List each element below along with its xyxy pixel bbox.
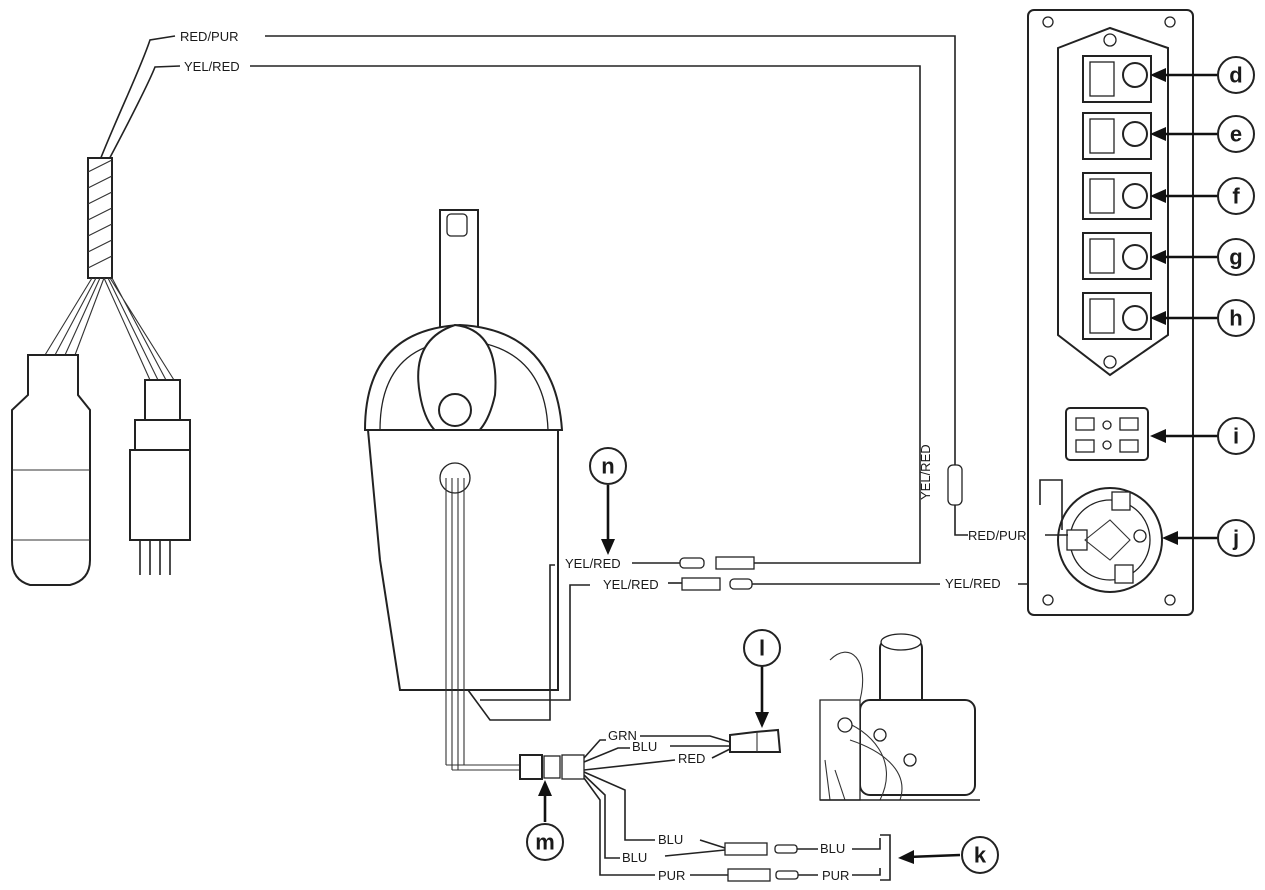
lower-harness: GRN BLU RED BLU BLU BLU PUR PUR — [446, 728, 891, 883]
wire-label-grn: GRN — [608, 728, 637, 743]
svg-text:l: l — [759, 636, 765, 661]
wiring-harness-plug-icon — [11, 157, 191, 586]
wire-label-red: RED — [678, 751, 705, 766]
wire-label-pur-2: PUR — [822, 868, 849, 883]
svg-text:m: m — [535, 830, 555, 855]
breaker-h — [1082, 292, 1152, 340]
callout-e: e — [1217, 115, 1255, 153]
callout-arrows — [538, 68, 1218, 864]
callout-j: j — [1217, 519, 1255, 557]
callout-f: f — [1217, 177, 1255, 215]
svg-text:h: h — [1229, 306, 1242, 331]
callouts: d e f g h i j n — [526, 56, 1255, 874]
callout-m: m — [526, 823, 564, 861]
callout-h: h — [1217, 299, 1255, 337]
svg-text:e: e — [1230, 122, 1242, 147]
remote-control-lever-icon — [363, 209, 564, 770]
callout-n: n — [589, 447, 627, 485]
svg-text:i: i — [1233, 424, 1239, 449]
callout-l: l — [743, 629, 781, 667]
callout-k: k — [961, 836, 999, 874]
switch-panel-icon — [1027, 9, 1194, 616]
ignition-switch-icon — [1057, 487, 1163, 593]
wire-label-red-pur-panel: RED/PUR — [968, 528, 1027, 543]
wire-label-yel-red-n2: YEL/RED — [603, 577, 659, 592]
wire-label-yel-red-panel: YEL/RED — [945, 576, 1001, 591]
svg-text:n: n — [601, 454, 614, 479]
breaker-e — [1082, 112, 1152, 160]
wire-label-yel-red-top: YEL/RED — [184, 59, 240, 74]
wire-label-pur-1: PUR — [658, 868, 685, 883]
wire-label-yel-red-vertical: YEL/RED — [918, 444, 933, 500]
fuse-holder: YEL/RED RED/PUR — [918, 444, 1027, 543]
wire-label-blu-upper: BLU — [632, 739, 657, 754]
trim-pump-icon — [819, 633, 980, 801]
top-wire-run: RED/PUR YEL/RED — [99, 29, 956, 560]
callout-d: d — [1217, 56, 1255, 94]
callout-g: g — [1217, 238, 1255, 276]
wire-label-blu-lower-3: BLU — [820, 841, 845, 856]
connector-m — [519, 754, 543, 780]
svg-text:f: f — [1232, 184, 1240, 209]
wire-label-red-pur-top: RED/PUR — [180, 29, 239, 44]
yel-red-connectors: YEL/RED YEL/RED YEL/RED — [467, 505, 1041, 721]
breaker-d — [1082, 55, 1152, 103]
toggle-switch-icon — [1065, 407, 1149, 461]
svg-text:k: k — [974, 843, 987, 868]
svg-text:j: j — [1232, 526, 1239, 551]
svg-text:g: g — [1229, 245, 1242, 270]
wire-label-yel-red-n1: YEL/RED — [565, 556, 621, 571]
svg-text:d: d — [1229, 63, 1242, 88]
wire-label-blu-lower-1: BLU — [658, 832, 683, 847]
breaker-f — [1082, 172, 1152, 220]
callout-i: i — [1217, 417, 1255, 455]
wire-label-blu-lower-2: BLU — [622, 850, 647, 865]
breaker-g — [1082, 232, 1152, 280]
